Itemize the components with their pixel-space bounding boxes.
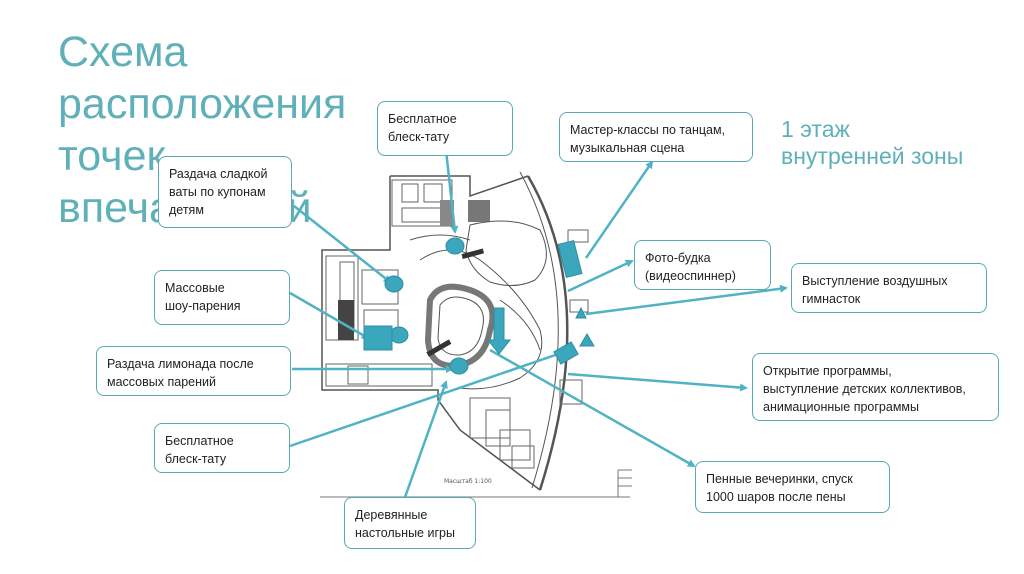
arrow-photo-booth — [567, 259, 634, 293]
callout-board-games: Деревянные настольные игры — [344, 497, 476, 549]
arrow-foam — [489, 348, 696, 468]
arrow-board-games — [402, 380, 448, 501]
callout-free-tattoo-bottom: Бесплатное блеск-тату — [154, 423, 290, 473]
marker-cotton-candy — [384, 275, 404, 293]
marker-tattoo-top — [445, 237, 465, 255]
callout-dance-masterclass: Мастер-классы по танцам, музыкальная сце… — [559, 112, 753, 162]
marker-masterclass — [557, 239, 583, 279]
marker-mass-show — [389, 326, 409, 344]
callout-mass-show: Массовые шоу-парения — [154, 270, 290, 325]
arrow-cotton-candy — [293, 205, 392, 284]
arrow-mass-show — [289, 291, 370, 340]
arrow-tattoo-top — [444, 149, 459, 234]
marker-program — [553, 341, 579, 365]
callout-free-tattoo-top: Бесплатное блеск-тату — [377, 101, 513, 156]
callout-photo-booth: Фото-будка (видеоспиннер) — [634, 240, 771, 290]
building-outline — [321, 171, 569, 491]
floor-subtitle: 1 этаж внутренней зоны — [781, 116, 964, 169]
marker-board-games — [449, 357, 469, 375]
marker-lemonade — [363, 325, 393, 351]
scale-label: Масштаб 1:100 — [444, 478, 492, 485]
arrow-aerial — [585, 284, 788, 316]
location-markers — [363, 237, 595, 375]
connector-arrows — [289, 149, 788, 501]
marker-aerial — [575, 306, 587, 319]
arrow-program — [567, 372, 748, 392]
callout-aerial-gymnasts: Выступление воздушных гимнасток — [791, 263, 987, 313]
arrow-tattoo-bottom — [289, 348, 572, 448]
marker-foam — [486, 307, 512, 355]
scale-marker — [617, 469, 632, 497]
arrow-masterclass — [584, 160, 654, 259]
callout-lemonade: Раздача лимонада после массовых парений — [96, 346, 291, 396]
callout-foam-party: Пенные вечеринки, спуск 1000 шаров после… — [695, 461, 890, 513]
callout-cotton-candy: Раздача сладкой ваты по купонам детям — [158, 156, 292, 228]
marker-tattoo-bottom — [579, 333, 595, 347]
callout-program-opening: Открытие программы, выступление детских … — [752, 353, 999, 421]
wall-hatches — [338, 200, 490, 340]
stage-bars — [426, 248, 485, 357]
